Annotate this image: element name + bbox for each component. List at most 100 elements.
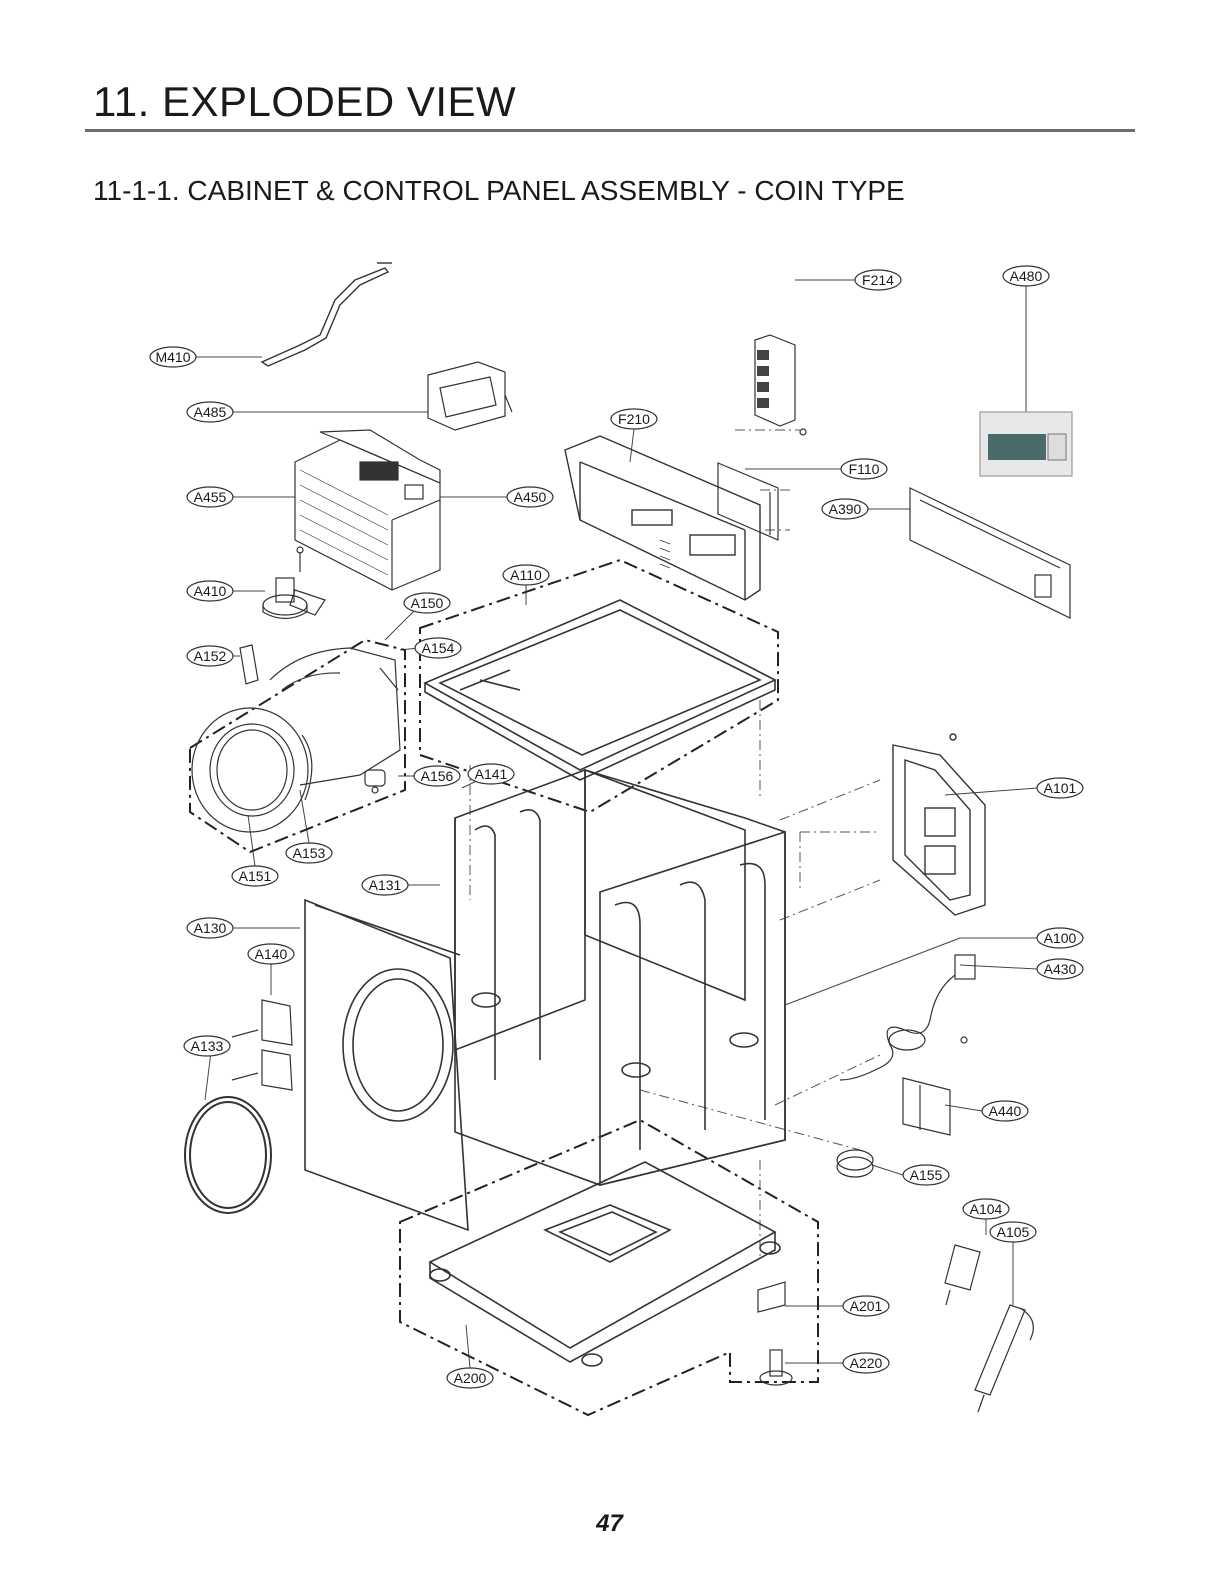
callout-a410 bbox=[186, 580, 234, 602]
callout-a152 bbox=[186, 645, 234, 667]
callout-a150 bbox=[403, 592, 451, 614]
label-a140: A140 bbox=[255, 946, 288, 962]
callout-labels bbox=[149, 265, 1084, 1389]
rear-bracket-part bbox=[260, 262, 392, 367]
label-f110: F110 bbox=[849, 461, 880, 477]
callout-a130 bbox=[186, 917, 234, 939]
label-a150: A150 bbox=[411, 595, 444, 611]
callout-a485 bbox=[186, 401, 234, 423]
callout-m410 bbox=[149, 346, 197, 368]
label-m410: M410 bbox=[155, 349, 190, 365]
callout-a110 bbox=[502, 564, 550, 586]
label-a110: A110 bbox=[510, 567, 542, 583]
callout-a155 bbox=[902, 1164, 950, 1186]
label-a152: A152 bbox=[194, 648, 227, 664]
callout-f110 bbox=[840, 458, 888, 480]
door-assembly-part bbox=[191, 707, 313, 833]
callout-a151 bbox=[231, 865, 279, 887]
control-panel-part bbox=[564, 435, 761, 601]
label-a410: A410 bbox=[194, 583, 227, 599]
callout-texts: M410 A485 A455 A450 A410 A150 A152 A154 … bbox=[155, 268, 1076, 1386]
label-a101: A101 bbox=[1044, 780, 1077, 796]
callout-a104 bbox=[962, 1198, 1010, 1220]
cabinet-part bbox=[454, 768, 786, 1187]
noise-filter-part bbox=[902, 1036, 968, 1136]
callout-a390 bbox=[821, 498, 869, 520]
title-divider bbox=[85, 129, 1135, 132]
hinge-part bbox=[231, 999, 293, 1091]
label-a485: A485 bbox=[194, 404, 227, 420]
label-a130: A130 bbox=[194, 920, 227, 936]
callout-a154 bbox=[414, 637, 462, 659]
section-subtitle: 11-1-1. CABINET & CONTROL PANEL ASSEMBLY… bbox=[93, 175, 905, 206]
label-a141: A141 bbox=[475, 766, 508, 782]
label-a104: A104 bbox=[970, 1201, 1003, 1217]
label-a200: A200 bbox=[454, 1370, 487, 1386]
front-panel-tub-ring-part bbox=[269, 647, 401, 786]
callout-a430 bbox=[1036, 958, 1084, 980]
callout-a131 bbox=[361, 874, 409, 896]
callout-a440 bbox=[981, 1100, 1029, 1122]
callout-a133 bbox=[183, 1035, 231, 1057]
display-pcb-part bbox=[717, 428, 807, 541]
group-boundaries bbox=[189, 558, 819, 1417]
label-a155: A155 bbox=[910, 1167, 943, 1183]
door-hinge-part bbox=[239, 644, 259, 685]
label-a151: A151 bbox=[239, 868, 272, 884]
door-lock-part bbox=[364, 769, 386, 794]
label-a133: A133 bbox=[191, 1038, 224, 1054]
base-part bbox=[428, 1161, 781, 1367]
callout-a140 bbox=[247, 943, 295, 965]
callout-a450 bbox=[506, 486, 554, 508]
callout-a201 bbox=[842, 1295, 890, 1317]
label-a450: A450 bbox=[514, 489, 547, 505]
page-title: 11. EXPLODED VIEW bbox=[93, 78, 517, 125]
coin-module-photo bbox=[979, 411, 1073, 477]
label-a440: A440 bbox=[989, 1103, 1022, 1119]
label-a131: A131 bbox=[369, 877, 402, 893]
label-a156: A156 bbox=[421, 768, 454, 784]
callout-a220 bbox=[842, 1352, 890, 1374]
label-f214: F214 bbox=[862, 272, 894, 288]
main-pcb-assembly-part bbox=[294, 429, 441, 591]
clamp-ring-part bbox=[184, 1096, 272, 1214]
callout-a480 bbox=[1002, 265, 1050, 287]
hose-fitting-part bbox=[944, 1244, 981, 1306]
heater-part bbox=[974, 1304, 1034, 1413]
callout-a101 bbox=[1036, 777, 1084, 799]
label-a480: A480 bbox=[1010, 268, 1043, 284]
leader-lines bbox=[196, 279, 1038, 1369]
callout-a105 bbox=[989, 1221, 1037, 1243]
top-plate-part bbox=[423, 599, 777, 781]
callout-f214 bbox=[854, 269, 902, 291]
label-a100: A100 bbox=[1044, 930, 1077, 946]
pcb-cover-part bbox=[427, 361, 513, 431]
leveling-foot-part bbox=[759, 1349, 793, 1386]
label-a430: A430 bbox=[1044, 961, 1077, 977]
label-a390: A390 bbox=[829, 501, 862, 517]
label-a455: A455 bbox=[194, 489, 227, 505]
callout-a141 bbox=[467, 763, 515, 785]
control-frame-part bbox=[909, 487, 1071, 619]
foot-bracket-part bbox=[757, 1281, 786, 1313]
callout-a100 bbox=[1036, 927, 1084, 949]
callout-f210 bbox=[610, 408, 658, 430]
cap-part bbox=[836, 1149, 874, 1178]
callout-a200 bbox=[446, 1367, 494, 1389]
page-number: 47 bbox=[596, 1510, 623, 1537]
label-a220: A220 bbox=[850, 1355, 883, 1371]
label-a201: A201 bbox=[850, 1298, 883, 1314]
rear-cover-part bbox=[892, 733, 986, 916]
projection-lines bbox=[469, 429, 881, 1260]
callout-a455 bbox=[186, 486, 234, 508]
pressure-switch-part bbox=[262, 546, 326, 620]
callout-a156 bbox=[413, 765, 461, 787]
button-strip-part bbox=[754, 334, 796, 427]
callout-a153 bbox=[285, 842, 333, 864]
label-f210: F210 bbox=[618, 411, 650, 427]
power-cord-part bbox=[839, 954, 976, 1081]
label-a154: A154 bbox=[422, 640, 455, 656]
label-a153: A153 bbox=[293, 845, 326, 861]
label-a105: A105 bbox=[997, 1224, 1030, 1240]
